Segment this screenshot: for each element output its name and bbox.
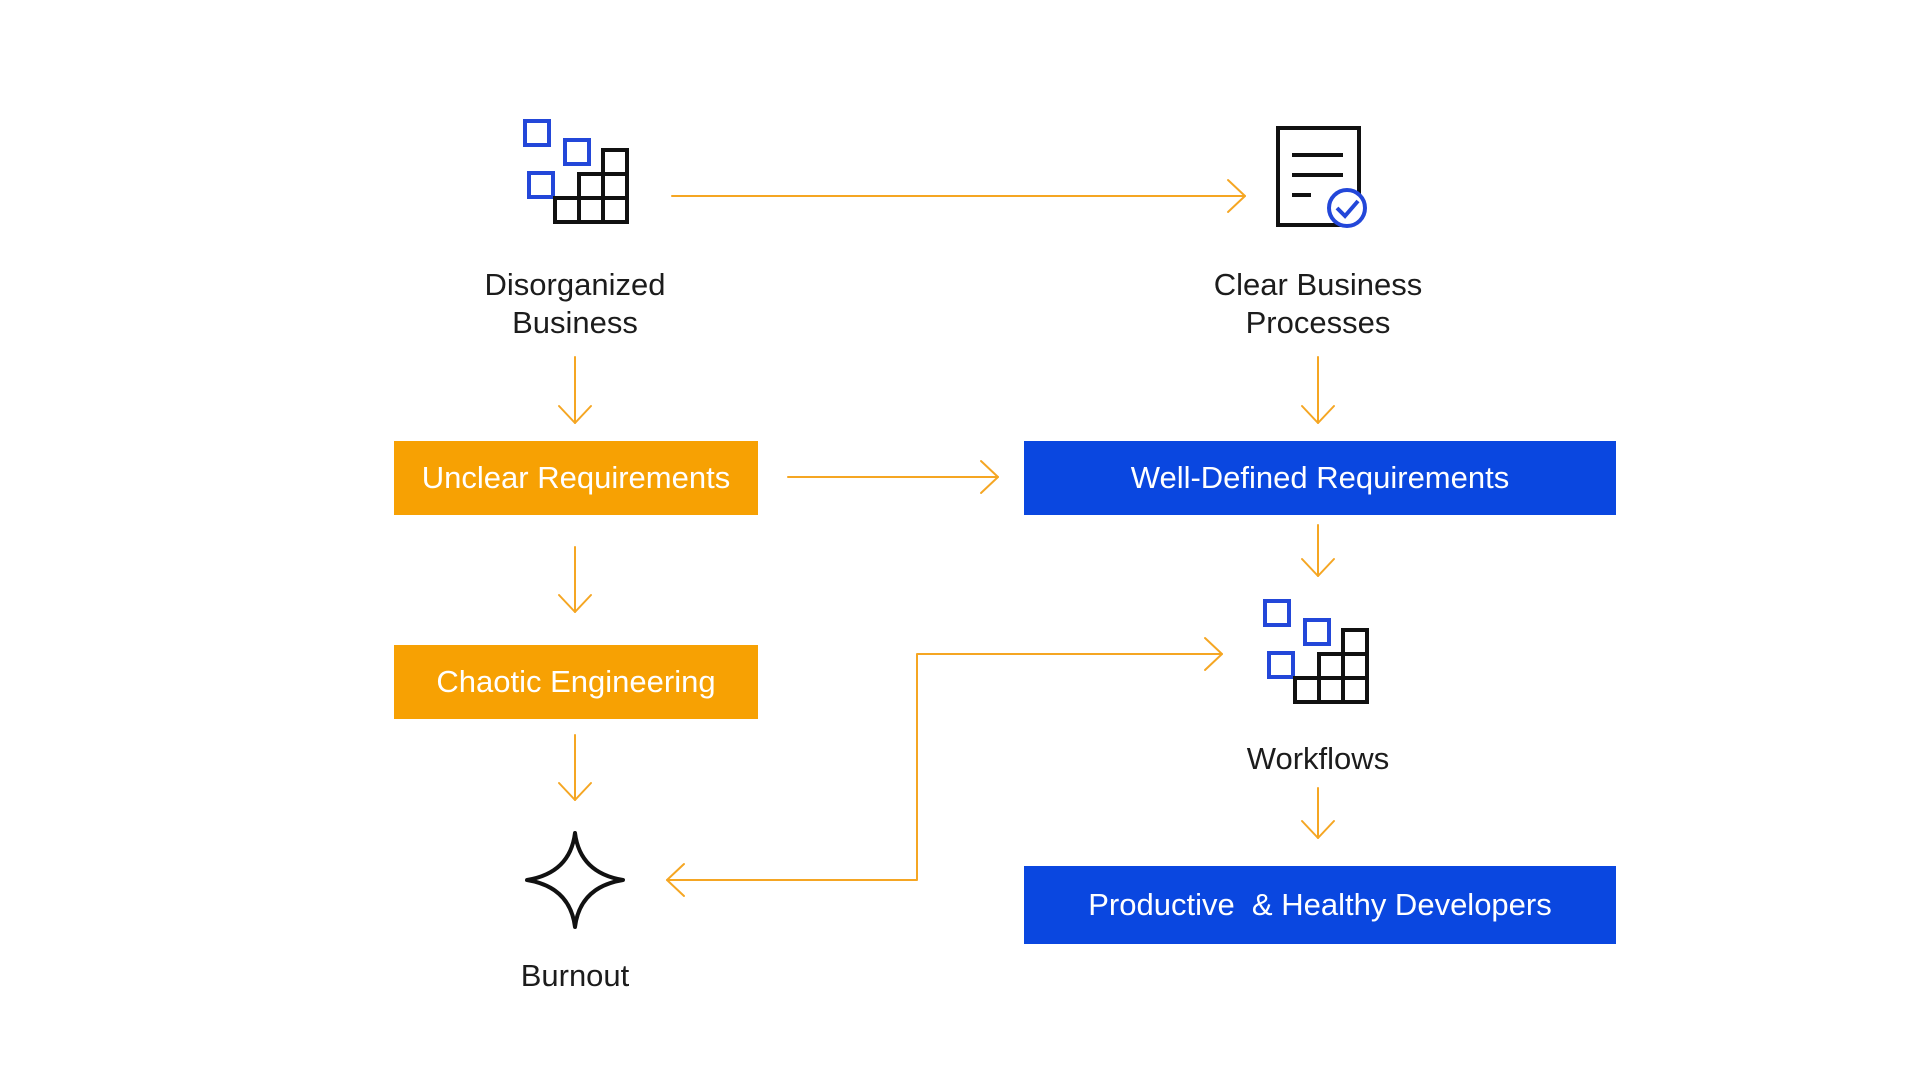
arrow-clear-to-welldefined (1301, 356, 1335, 424)
scattered-blocks-icon (523, 119, 629, 224)
arrow-chaotic-to-burnout (558, 734, 592, 801)
label-burnout: Burnout (520, 958, 630, 993)
box-chaotic-engineering: Chaotic Engineering (394, 645, 758, 719)
box-unclear-requirements-label: Unclear Requirements (421, 460, 731, 495)
box-productive-healthy-developers: Productive & Healthy Developers (1024, 866, 1616, 944)
connector-workflows-burnout (666, 637, 1223, 897)
box-unclear-requirements: Unclear Requirements (394, 441, 758, 515)
box-well-defined-requirements-label: Well-Defined Requirements (1130, 460, 1510, 495)
box-well-defined-requirements: Well-Defined Requirements (1024, 441, 1616, 515)
four-point-star-icon (525, 831, 625, 929)
label-workflows: Workflows (1246, 741, 1390, 776)
label-disorganized-business: Disorganized Business (484, 267, 666, 340)
arrow-unclear-to-welldefined (787, 460, 999, 494)
arrow-welldefined-to-workflows (1301, 524, 1335, 577)
box-productive-healthy-developers-label: Productive & Healthy Developers (1088, 887, 1552, 922)
arrow-disorganized-to-clear (671, 179, 1246, 213)
scattered-blocks-icon (1263, 599, 1369, 704)
arrow-workflows-to-productive (1301, 787, 1335, 839)
document-check-icon (1276, 126, 1367, 228)
arrow-disorganized-to-unclear (558, 356, 592, 424)
box-chaotic-engineering-label: Chaotic Engineering (436, 664, 716, 699)
label-clear-business-processes: Clear Business Processes (1213, 267, 1423, 340)
arrow-unclear-to-chaotic (558, 546, 592, 613)
